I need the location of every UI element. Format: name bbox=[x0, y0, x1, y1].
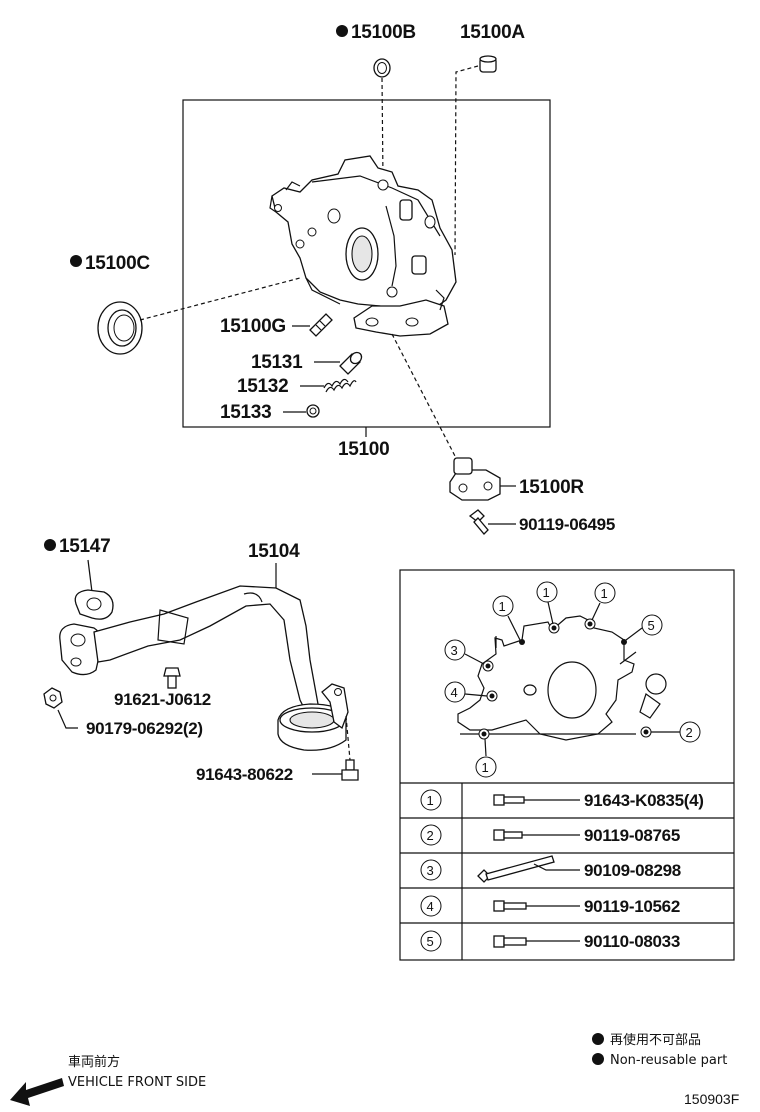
direction-jp: 車両前方 bbox=[68, 1054, 120, 1070]
svg-text:5: 5 bbox=[427, 934, 434, 949]
bolt-location-panel bbox=[399, 569, 735, 961]
table-row[interactable]: 5 90110-08033 bbox=[420, 930, 680, 952]
pin-15100G[interactable] bbox=[309, 313, 333, 337]
reference-code: 150903F bbox=[684, 1091, 739, 1107]
spring-15132[interactable] bbox=[323, 378, 357, 393]
bolt-point bbox=[643, 729, 649, 735]
table-row[interactable]: 1 91643-K0835(4) bbox=[420, 789, 704, 811]
leader-15100R-dash bbox=[391, 333, 457, 459]
gasket-15147[interactable] bbox=[74, 589, 114, 620]
direction-en: VEHICLE FRONT SIDE bbox=[68, 1075, 206, 1090]
bolt-table: 1 91643-K0835(4) 2 90119-08765 3 bbox=[400, 782, 734, 960]
dowel-15100A[interactable] bbox=[479, 55, 497, 73]
svg-text:1: 1 bbox=[601, 586, 608, 601]
legend-jp: 再使用不可部品 bbox=[610, 1032, 701, 1048]
o-ring-inner bbox=[377, 62, 387, 74]
gasket-dot-icon bbox=[44, 539, 56, 551]
bolt-point bbox=[481, 731, 487, 737]
part-label-15131[interactable]: 15131 bbox=[251, 352, 303, 373]
leader-15100C bbox=[139, 277, 301, 321]
part-label-15132[interactable]: 15132 bbox=[237, 376, 289, 397]
svg-text:1: 1 bbox=[482, 760, 489, 775]
svg-text:90119-08765: 90119-08765 bbox=[584, 826, 680, 845]
svg-text:1: 1 bbox=[543, 585, 550, 600]
marker-3[interactable]: 3 bbox=[444, 639, 485, 665]
non-reusable-dot-icon bbox=[592, 1053, 604, 1065]
marker-4[interactable]: 4 bbox=[444, 681, 488, 703]
table-row[interactable]: 3 90109-08298 bbox=[420, 855, 681, 883]
nut-90179-06292[interactable] bbox=[43, 687, 63, 709]
marker-2[interactable]: 2 bbox=[651, 721, 701, 743]
relief-valve-15131[interactable] bbox=[339, 350, 364, 375]
part-label-15100[interactable]: 15100 bbox=[338, 439, 390, 460]
svg-text:90110-08033: 90110-08033 bbox=[584, 932, 680, 951]
bolt-point bbox=[587, 621, 593, 627]
part-label-90119-06495[interactable]: 90119-06495 bbox=[519, 515, 615, 534]
svg-text:3: 3 bbox=[451, 643, 458, 658]
svg-text:4: 4 bbox=[451, 685, 458, 700]
marker-1-d[interactable]: 1 bbox=[475, 738, 497, 778]
svg-text:90119-10562: 90119-10562 bbox=[584, 897, 680, 916]
marker-5[interactable]: 5 bbox=[625, 614, 663, 641]
bolt-90119-06495[interactable] bbox=[468, 509, 489, 535]
bolt-point bbox=[551, 625, 557, 631]
oil-strainer-15104[interactable] bbox=[59, 585, 349, 751]
stud-bolt-icon bbox=[477, 855, 555, 883]
part-label-15104[interactable]: 15104 bbox=[248, 541, 300, 562]
part-label-91621-J0612[interactable]: 91621-J0612 bbox=[114, 690, 211, 709]
svg-text:2: 2 bbox=[686, 725, 693, 740]
legend-en: Non-reusable part bbox=[610, 1053, 727, 1068]
bolt-point bbox=[485, 663, 491, 669]
part-label-91643-80622[interactable]: 91643-80622 bbox=[196, 765, 293, 784]
svg-text:5: 5 bbox=[648, 618, 655, 633]
svg-text:1: 1 bbox=[427, 793, 434, 808]
bolt-point bbox=[621, 639, 627, 645]
svg-text:3: 3 bbox=[427, 863, 434, 878]
svg-text:90109-08298: 90109-08298 bbox=[584, 861, 681, 880]
bolt-91643-80622[interactable] bbox=[341, 759, 359, 781]
non-reusable-dot-icon bbox=[592, 1033, 604, 1045]
marker-1-c[interactable]: 1 bbox=[591, 582, 616, 621]
part-label-15100C[interactable]: 15100C bbox=[85, 253, 151, 274]
svg-text:4: 4 bbox=[427, 899, 434, 914]
leader-bracket-bolt bbox=[345, 715, 351, 761]
bolt-91621-J0612[interactable] bbox=[163, 667, 181, 689]
bolt-point bbox=[489, 693, 495, 699]
o-ring-dot-icon bbox=[336, 25, 348, 37]
oil-seal-15100C[interactable] bbox=[97, 301, 143, 355]
bolt-icon bbox=[493, 935, 527, 948]
part-label-15100B[interactable]: 15100B bbox=[351, 22, 416, 43]
marker-1-b[interactable]: 1 bbox=[536, 581, 558, 625]
front-arrow-icon bbox=[10, 1078, 64, 1106]
part-label-15100A[interactable]: 15100A bbox=[460, 22, 526, 43]
oil-seal-dot-icon bbox=[70, 255, 82, 267]
part-label-15147[interactable]: 15147 bbox=[59, 536, 111, 557]
leader-15147 bbox=[87, 559, 93, 593]
plug-15133[interactable] bbox=[306, 404, 320, 418]
table-row[interactable]: 2 90119-08765 bbox=[420, 824, 680, 846]
leader-15100B bbox=[381, 77, 384, 181]
part-label-15100G[interactable]: 15100G bbox=[220, 316, 286, 337]
part-label-90179-06292[interactable]: 90179-06292(2) bbox=[86, 719, 203, 738]
bolt-icon bbox=[493, 900, 527, 912]
leader-90179-06292 bbox=[57, 709, 78, 729]
svg-text:2: 2 bbox=[427, 828, 434, 843]
pump-outline-top-view bbox=[457, 615, 667, 741]
marker-1-a[interactable]: 1 bbox=[492, 595, 521, 641]
table-row[interactable]: 4 90119-10562 bbox=[420, 895, 680, 917]
oil-pump-housing[interactable] bbox=[269, 155, 457, 337]
bolt-icon bbox=[493, 829, 523, 841]
bolt-point bbox=[519, 639, 525, 645]
leader-15100A bbox=[454, 65, 479, 256]
svg-text:1: 1 bbox=[499, 599, 506, 614]
bolt-icon bbox=[493, 794, 525, 806]
valve-cover-15100R[interactable] bbox=[449, 457, 501, 501]
svg-text:91643-K0835(4): 91643-K0835(4) bbox=[584, 791, 704, 810]
part-label-15100R[interactable]: 15100R bbox=[519, 477, 585, 498]
part-label-15133[interactable]: 15133 bbox=[220, 402, 272, 423]
